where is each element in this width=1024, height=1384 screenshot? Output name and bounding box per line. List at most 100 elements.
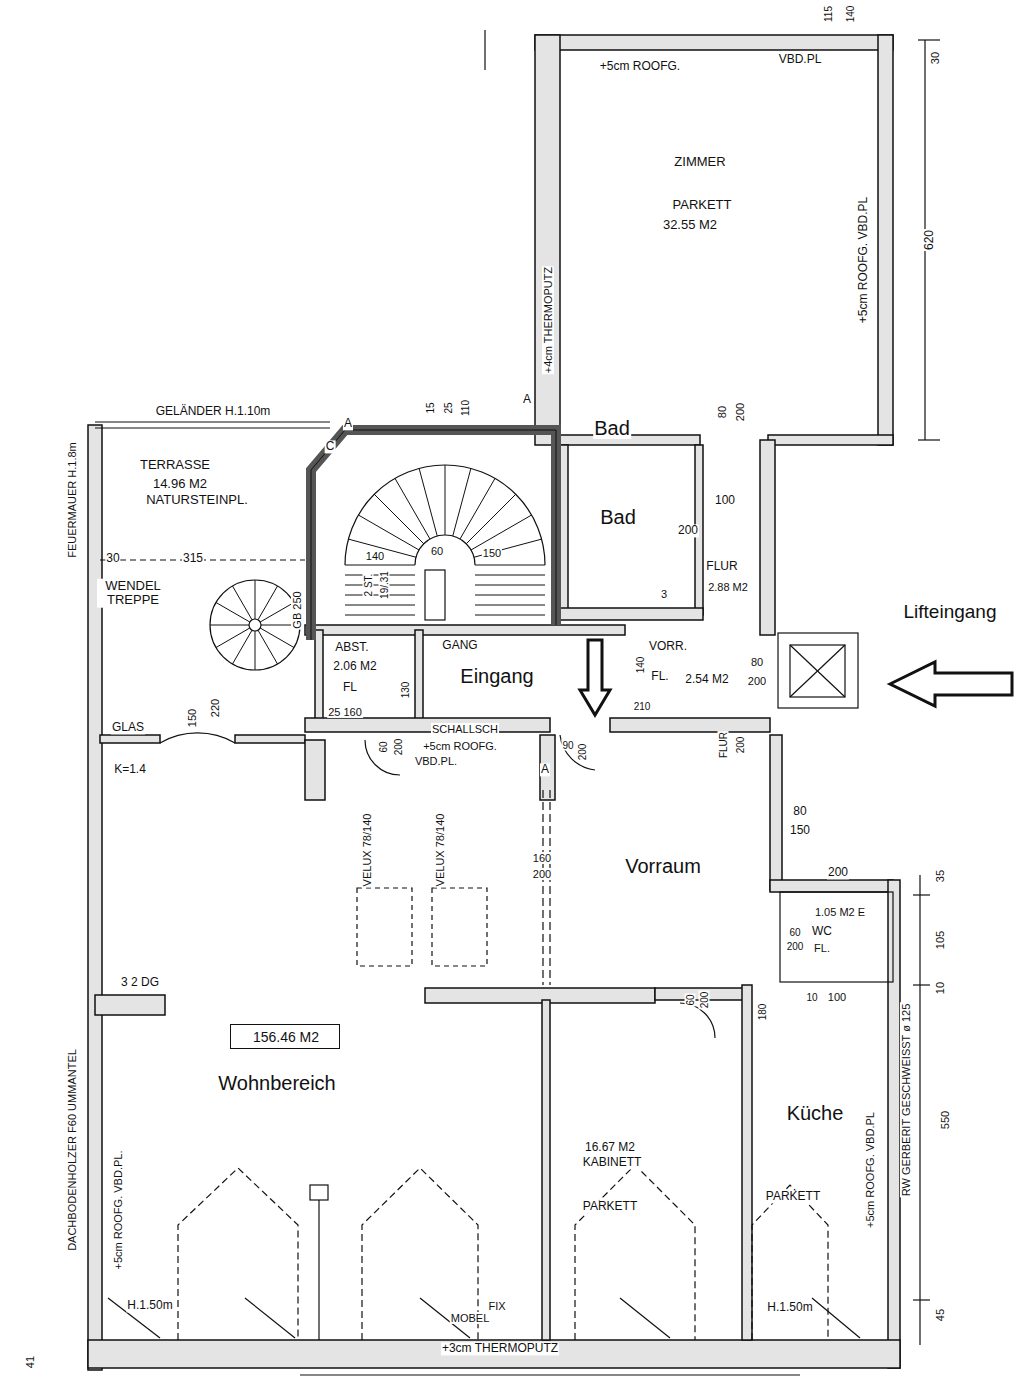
- dimension-text: 2 ST.: [363, 573, 374, 598]
- plan-line: [888, 880, 900, 1368]
- plan-line: [395, 478, 430, 539]
- plan-line: [216, 603, 250, 623]
- plan-line: [258, 586, 278, 620]
- plan-line: [890, 662, 1012, 706]
- plan-line: [620, 1298, 670, 1338]
- plan-text: H.1.50m: [766, 1301, 813, 1314]
- plan-line: [760, 440, 775, 635]
- plan-text: 140: [365, 550, 385, 562]
- plan-line: [770, 735, 782, 890]
- plan-line: [453, 468, 471, 536]
- room-label: 16.67 M2: [584, 1141, 636, 1154]
- plan-line: [88, 35, 900, 1370]
- plan-line: [919, 875, 920, 1345]
- room-label: 14.96 M2: [152, 477, 208, 491]
- plan-text: H.1.50m: [126, 1299, 173, 1312]
- plan-line: [260, 603, 294, 623]
- plan-text: 200: [532, 868, 552, 880]
- room-label: 2.54 M2: [684, 673, 729, 686]
- plan-line: [233, 630, 253, 664]
- dimension-text: 110: [460, 399, 471, 417]
- plan-line: [88, 425, 102, 1370]
- plan-line: [812, 1298, 860, 1338]
- plan-line: [560, 445, 568, 615]
- plan-line: [345, 615, 415, 616]
- plan-line: [245, 1298, 295, 1338]
- plan-line: [790, 645, 845, 697]
- plan-text: GLAS: [111, 721, 145, 734]
- plan-text: 80: [792, 805, 807, 818]
- room-label: FLUR: [705, 560, 738, 573]
- plan-text: 60: [430, 545, 444, 557]
- plan-line: [255, 580, 256, 619]
- plan-line: [580, 640, 610, 715]
- plan-text: 150: [789, 824, 811, 837]
- plan-line: [310, 1185, 328, 1200]
- dimension-text: 200: [699, 991, 710, 1010]
- dimension-text: 115: [823, 5, 834, 23]
- room-label: 156.46 M2: [252, 1030, 320, 1045]
- dimension-text: 19/.31: [379, 570, 390, 600]
- dimension-text: DACHBODENHOLZER F60 UMMANTEL: [66, 1048, 78, 1252]
- plan-line: [560, 735, 595, 770]
- plan-line: [768, 435, 893, 445]
- plan-line: [610, 718, 770, 732]
- plan-line: [345, 565, 415, 566]
- plan-text: K=1.4: [113, 763, 147, 776]
- room-label: Wohnbereich: [217, 1072, 336, 1094]
- dimension-text: VELUX 78/140: [434, 813, 446, 888]
- plan-line: [419, 468, 437, 536]
- plan-line: [210, 625, 249, 626]
- plan-line: [475, 575, 545, 576]
- room-label: 32.55 M2: [662, 218, 718, 232]
- plan-line: [233, 586, 253, 620]
- dimension-text: +4cm THERMOPUTZ: [542, 266, 554, 374]
- dimension-text: 80: [716, 405, 728, 419]
- plan-line: [358, 515, 419, 550]
- room-label: 1.05 M2 E: [814, 906, 866, 918]
- plan-text: 90: [561, 740, 574, 751]
- room-area: FLUR2.88 M2: [703, 445, 760, 615]
- room-area: 16.67 M2KABINETTPARKETT: [550, 1003, 742, 1340]
- dimension-text: RW GERBERIT GESCHWEISST ø 125: [900, 1003, 912, 1198]
- plan-line: [415, 535, 475, 565]
- plan-line: [484, 30, 485, 70]
- room-area: Wohnbereich 156.46 M2: [102, 745, 542, 1340]
- dimension-text: 620: [923, 229, 936, 251]
- room-label: ZIMMER: [673, 155, 726, 169]
- plan-text: 10: [805, 992, 818, 1003]
- plan-line: [216, 628, 250, 648]
- dimension-text: 35: [934, 869, 946, 883]
- plan-line: [260, 628, 294, 648]
- room-label: WC: [811, 925, 833, 938]
- plan-text: 100: [827, 991, 847, 1003]
- dimension-text: +5cm ROOFG. VBD.PL.: [112, 1150, 124, 1271]
- plan-line: [778, 633, 858, 708]
- plan-line: [475, 605, 545, 606]
- dimension-text: VELUX 78/140: [361, 813, 373, 888]
- plan-text: VBD.PL.: [414, 755, 458, 767]
- dimension-text: 60: [685, 993, 696, 1006]
- room-label: PARKETT: [672, 198, 733, 212]
- plan-line: [415, 630, 423, 720]
- dimension-text: 140: [845, 5, 856, 24]
- plan-text: A: [343, 417, 353, 430]
- plan-line: [311, 430, 556, 640]
- plan-line: [305, 740, 325, 800]
- plan-line: [475, 585, 545, 586]
- plan-line: [300, 1374, 800, 1375]
- room-area: ZIMMER PARKETT 32.55 M2: [560, 50, 878, 435]
- plan-line: [95, 30, 940, 1375]
- room-label: PARKETT: [582, 1200, 638, 1213]
- plan-text: 3 2 DG: [120, 976, 160, 989]
- plan-line: [549, 790, 550, 985]
- plan-line: [305, 718, 550, 732]
- plan-text: A: [522, 393, 532, 406]
- plan-line: [918, 39, 940, 40]
- plan-line: [742, 985, 752, 1340]
- plan-line: [475, 565, 545, 566]
- plan-text: 160: [532, 852, 552, 864]
- plan-text: MOBEL: [450, 1312, 491, 1324]
- plan-line: [542, 1000, 550, 1340]
